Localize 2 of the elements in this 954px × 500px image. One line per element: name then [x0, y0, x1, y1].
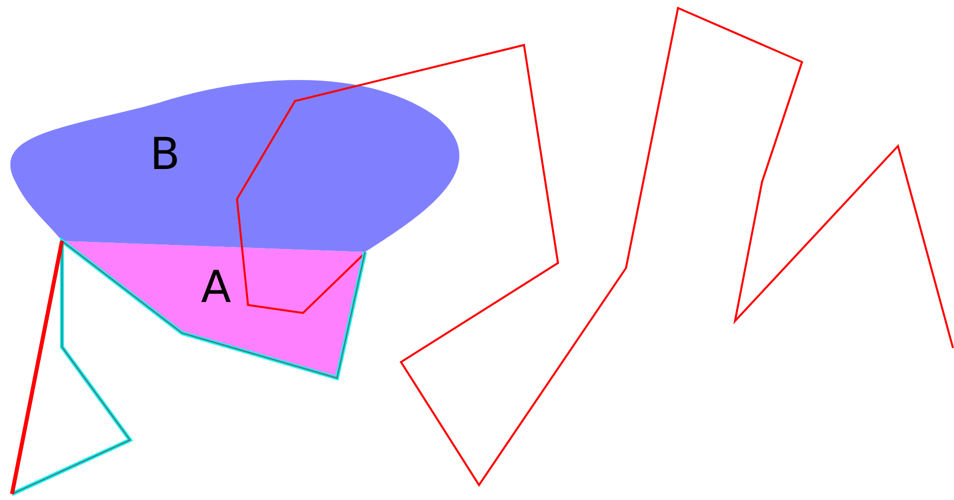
- region-label: B: [150, 133, 180, 177]
- region-label: A: [200, 266, 232, 310]
